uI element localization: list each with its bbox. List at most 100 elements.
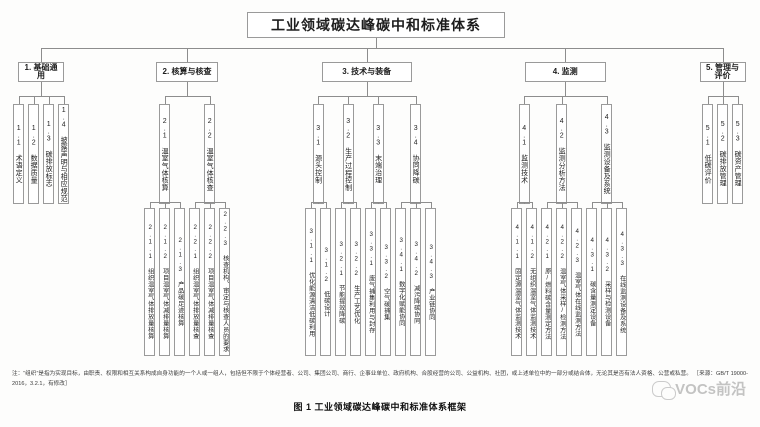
connector-line bbox=[348, 202, 349, 204]
connector-line bbox=[371, 202, 372, 208]
node-leaf: 1.1 术语定义 bbox=[13, 104, 24, 204]
connector-line bbox=[348, 96, 349, 104]
connector-line bbox=[376, 38, 377, 48]
connector-line bbox=[311, 202, 326, 203]
node-leaf: 3.2.2 生产工艺优化 bbox=[350, 208, 361, 356]
figure-caption: 图 1 工业领域碳达峰碳中和标准体系框架 bbox=[293, 402, 467, 412]
connector-line bbox=[738, 96, 739, 104]
node-category: 3. 技术与装备 bbox=[321, 62, 412, 82]
node-leaf: 2.2.3 核查机构、审定与核查人员的要求 bbox=[219, 208, 230, 356]
connector-line bbox=[577, 202, 578, 208]
connector-line bbox=[356, 202, 357, 208]
connector-line bbox=[165, 202, 166, 208]
node-leaf: 2.1.1 组织温室气体排放量核算 bbox=[144, 208, 155, 356]
connector-line bbox=[318, 202, 319, 204]
node-branch: 4.2 监测分析方法 bbox=[556, 104, 567, 204]
connector-line bbox=[524, 96, 607, 97]
connector-line bbox=[416, 202, 417, 208]
node-leaf: 1.3 碳排放标志 bbox=[43, 104, 54, 204]
connector-line bbox=[416, 96, 417, 104]
connector-line bbox=[367, 82, 368, 96]
connector-line bbox=[622, 202, 623, 208]
connector-line bbox=[517, 202, 532, 203]
node-leaf: 3.1.2 低碳设计 bbox=[320, 208, 331, 356]
node-leaf: 2.1.2 项目温室气体减排量核算 bbox=[159, 208, 170, 356]
node-category: 5. 管理与评价 bbox=[699, 62, 746, 82]
node-branch: 4.3 监测设备及系统 bbox=[601, 104, 612, 204]
root-node: 工业领域碳达峰碳中和标准体系 bbox=[247, 12, 505, 38]
node-branch: 4.1 监测技术 bbox=[518, 104, 530, 204]
connector-line bbox=[532, 202, 533, 208]
connector-line bbox=[562, 96, 563, 104]
watermark-label: VOCs前沿 bbox=[675, 381, 746, 398]
connector-line bbox=[225, 202, 226, 208]
node-leaf: 3.4.2 减污降碳协同 bbox=[410, 208, 421, 356]
connector-line bbox=[311, 202, 312, 208]
connector-line bbox=[64, 96, 65, 104]
node-category: 1. 基础通用 bbox=[18, 62, 64, 82]
connector-line bbox=[565, 48, 566, 62]
node-leaf: 1.4 披露声明与相应规范 bbox=[58, 104, 69, 204]
node-branch: 3.2 生产过程控制 bbox=[342, 104, 354, 204]
node-leaf: 5.3 碳资产管理 bbox=[732, 104, 743, 204]
node-leaf: 4.1.2 无组织温室气体监测技术 bbox=[526, 208, 537, 356]
node-leaf: 2.2.1 组织温室气体排放量核查 bbox=[189, 208, 200, 356]
connector-line bbox=[41, 82, 42, 96]
node-leaf: 4.3.3 在线监测设备及系统 bbox=[616, 208, 627, 356]
watermark: VOCs前沿 bbox=[652, 378, 746, 400]
node-leaf: 4.2.2 温室气体采样/检测方法 bbox=[556, 208, 567, 356]
connector-line bbox=[180, 202, 181, 208]
connector-line bbox=[318, 96, 416, 97]
node-branch: 3.3 末端治理 bbox=[372, 104, 384, 204]
connector-line bbox=[371, 202, 386, 203]
node-leaf: 1.2 数据质量 bbox=[28, 104, 39, 204]
node-leaf: 4.3.2 采样与检测设备 bbox=[601, 208, 612, 356]
node-leaf: 2.2.2 项目温室气体减排量核查 bbox=[204, 208, 215, 356]
node-leaf: 3.1.1 优化能源清洁低碳利用 bbox=[305, 208, 316, 356]
connector-line bbox=[378, 202, 379, 204]
node-leaf: 3.3.2 空气碳捕集 bbox=[380, 208, 391, 356]
connector-line bbox=[607, 96, 608, 104]
connector-line bbox=[341, 202, 342, 208]
connector-line bbox=[386, 202, 387, 208]
connector-line bbox=[607, 202, 608, 208]
connector-line bbox=[378, 96, 379, 104]
node-leaf: 4.3.1 碳含量测定设备 bbox=[586, 208, 597, 356]
node-branch: 2.1 温室气体核算 bbox=[159, 104, 170, 204]
node-category: 4. 监测 bbox=[524, 62, 606, 82]
connector-line bbox=[19, 96, 64, 97]
connector-line bbox=[210, 202, 211, 208]
node-leaf: 5.1 低碳评价 bbox=[702, 104, 713, 204]
node-leaf: 2.1.3 产品碳足迹核算 bbox=[174, 208, 185, 356]
connector-line bbox=[524, 202, 525, 204]
node-leaf: 4.2.1 原/燃料碳含量测定方法 bbox=[541, 208, 552, 356]
connector-line bbox=[431, 202, 432, 208]
connector-line bbox=[723, 48, 724, 62]
connector-line bbox=[195, 202, 196, 208]
connector-line bbox=[187, 48, 188, 62]
node-branch: 3.1 源头控制 bbox=[312, 104, 324, 204]
connector-line bbox=[723, 96, 724, 104]
connector-line bbox=[708, 96, 709, 104]
connector-line bbox=[565, 82, 566, 96]
connector-line bbox=[19, 96, 20, 104]
connector-line bbox=[326, 202, 327, 208]
connector-line bbox=[187, 82, 188, 96]
connector-line bbox=[401, 202, 402, 208]
node-leaf: 3.3.1 废气捕集利用与封存 bbox=[365, 208, 376, 356]
connector-line bbox=[165, 96, 166, 104]
connector-line bbox=[562, 202, 563, 208]
node-leaf: 3.2.1 节能提效降碳 bbox=[335, 208, 346, 356]
connector-line bbox=[592, 202, 593, 208]
connector-line bbox=[41, 48, 723, 49]
node-leaf: 4.2.3 温室气体在线监测方法 bbox=[571, 208, 582, 356]
node-leaf: 4.1.1 固定源温室气体监测技术 bbox=[511, 208, 522, 356]
connector-line bbox=[49, 96, 50, 104]
node-leaf: 5.2 碳排放管理 bbox=[717, 104, 728, 204]
connector-line bbox=[41, 48, 42, 62]
footnote: 注：“组织”是指为实现目标，由职责、权限和相互关系构成自身功能的一个人或一组人，… bbox=[12, 371, 748, 387]
node-category: 2. 核算与核查 bbox=[156, 62, 218, 82]
connector-line bbox=[34, 96, 35, 104]
wechat-icon bbox=[652, 380, 677, 400]
node-branch: 3.4 协同降碳 bbox=[410, 104, 421, 204]
